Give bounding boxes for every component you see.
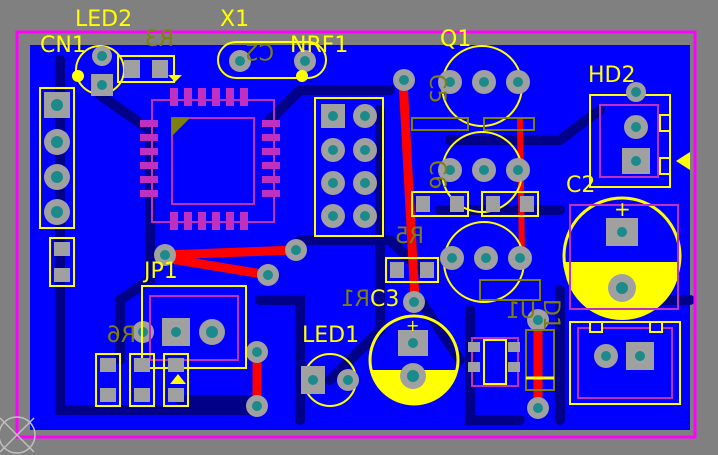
label-nrf1: NRF1 [290, 33, 348, 58]
mcu-footprint[interactable] [140, 88, 280, 230]
label-d1: D1 [538, 299, 563, 330]
power-jack-footprint[interactable] [569, 321, 681, 405]
label-r3: R3 [145, 27, 174, 52]
r3-footprint[interactable] [117, 55, 182, 83]
q1-transistor-footprint[interactable] [438, 45, 530, 127]
x1-crystal-footprint[interactable] [217, 41, 327, 82]
q3-transistor-footprint[interactable] [440, 221, 532, 303]
label-cn1: CN1 [40, 33, 86, 58]
c3-capacitor-footprint[interactable]: + [368, 314, 460, 406]
label-hd2: HD2 [588, 63, 635, 88]
label-c3: C3 [370, 287, 399, 312]
label-r5: R5 [395, 224, 424, 249]
label-r1: R1 [341, 287, 370, 312]
bottom-left-smd-components[interactable] [95, 353, 189, 407]
label-r6: R6 [107, 323, 136, 348]
cn1-header-footprint[interactable] [39, 87, 75, 229]
svg-text:+: + [614, 197, 631, 221]
hd2-connector-footprint[interactable] [589, 82, 690, 188]
c2-capacitor-footprint[interactable]: + [562, 196, 682, 320]
left-smd-resistor[interactable] [49, 237, 75, 287]
svg-text:+: + [406, 316, 419, 335]
label-u1: U1 [506, 299, 536, 324]
d1-diode-footprint[interactable] [525, 329, 555, 391]
transistor-smd-resistors[interactable] [385, 117, 541, 301]
q2-transistor-footprint[interactable] [438, 131, 530, 213]
label-x1: X1 [220, 7, 249, 32]
board-outline [15, 30, 697, 439]
label-c6: C6 [424, 160, 449, 189]
label-led2: LED2 [75, 7, 132, 32]
label-c2: C2 [566, 173, 595, 198]
nrf1-header-footprint[interactable] [314, 97, 384, 237]
vias [132, 69, 549, 419]
label-c5: C5 [424, 74, 449, 103]
label-jp1: JP1 [142, 259, 178, 284]
label-led1: LED1 [302, 323, 359, 348]
origin-marker-icon [0, 416, 36, 454]
label-q1: Q1 [440, 27, 471, 52]
jp1-jumper-footprint[interactable] [141, 285, 247, 384]
u1-regulator-footprint[interactable] [468, 337, 520, 387]
label-c2-mirror: C2 [245, 38, 274, 63]
led1-footprint[interactable] [301, 353, 359, 407]
